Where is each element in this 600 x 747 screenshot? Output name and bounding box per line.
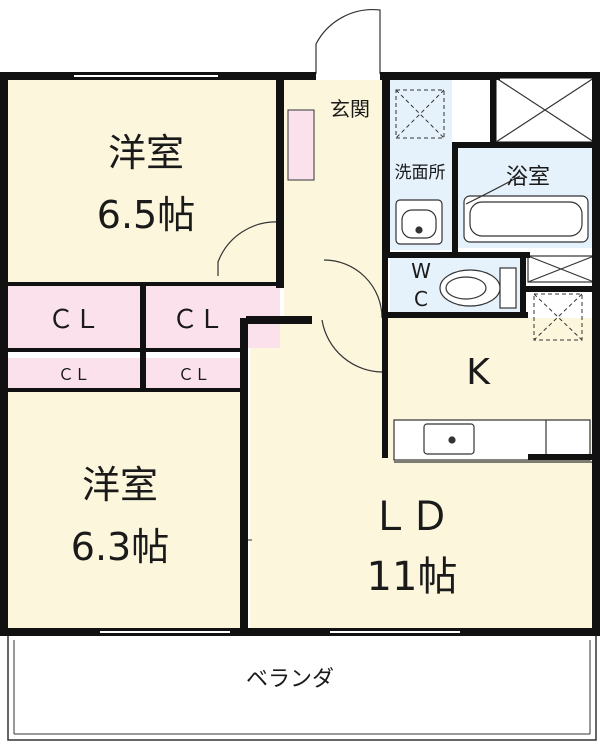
closet-large-left-floor [8, 286, 140, 348]
vent-fans [395, 89, 583, 341]
veranda-name: ベランダ [246, 667, 334, 692]
room-2-name: 洋室 [82, 463, 158, 507]
western-room-2-floor [8, 392, 246, 630]
closet-large-right-label: ＣＬ [172, 305, 224, 335]
door-hall-ld [321, 319, 385, 373]
bathtub-icon [463, 195, 589, 243]
entrance-name: 玄関 [330, 97, 370, 121]
toilet-tank-icon [499, 267, 517, 309]
shoe-box [287, 109, 315, 181]
veranda [7, 633, 597, 741]
toilet-label-w: W [411, 259, 431, 283]
bathroom-name: 浴室 [506, 165, 550, 190]
fixtures [393, 175, 594, 463]
kitchen-name: K [466, 352, 491, 393]
pipe-shafts [495, 77, 595, 283]
ld-name: ＬＤ [370, 494, 450, 540]
closet-large-left-label: ＣＬ [48, 305, 100, 335]
closet-small-left-floor [8, 358, 140, 388]
room-1-size: 6.5帖 [97, 193, 195, 237]
washroom-name: 洗面所 [395, 163, 446, 183]
door-room-1 [217, 221, 281, 276]
toilet-bowl-icon [439, 269, 501, 307]
vent-fan-kitchen [533, 293, 583, 341]
room-1-name: 洋室 [108, 131, 184, 175]
door-toilet [323, 259, 383, 319]
closet-small-right-floor [146, 358, 242, 388]
ld-size: 11帖 [367, 554, 458, 600]
toilet-label-c: C [414, 287, 428, 311]
western-room-1-floor [8, 80, 280, 284]
labels: 洋室 6.5帖 洋室 6.3帖 ＬＤ 11帖 K 玄関 洗面所 浴室 W C Ｃ… [48, 97, 550, 692]
room-2-size: 6.3帖 [71, 525, 169, 569]
closet-small-left-label: ＣＬ [58, 365, 90, 384]
windows [74, 75, 460, 633]
vent-fan-washroom [395, 89, 445, 139]
entrance-door [315, 8, 381, 74]
closet-small-right-label: ＣＬ [178, 365, 210, 384]
